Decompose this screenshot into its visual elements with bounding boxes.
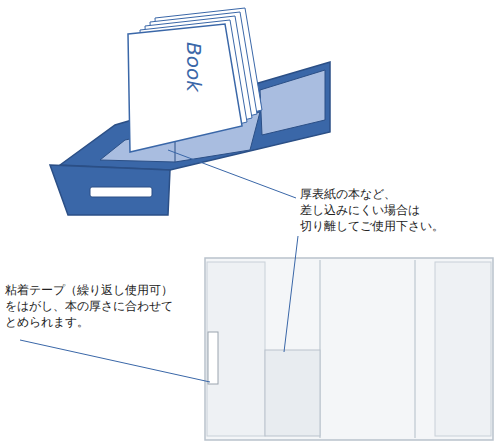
clear-cover (205, 258, 493, 440)
book-pages (128, 8, 262, 152)
callout-note: 厚表紙の本など、 差し込みにくい場合は 切り離してご使用下さい。 (300, 186, 451, 234)
callout-note: 粘着テープ（繰り返し使用可） をはがし、本の厚さに合わせて とめられます。 (5, 282, 180, 330)
book-title: Book (183, 42, 205, 92)
leader-lines (20, 150, 298, 382)
